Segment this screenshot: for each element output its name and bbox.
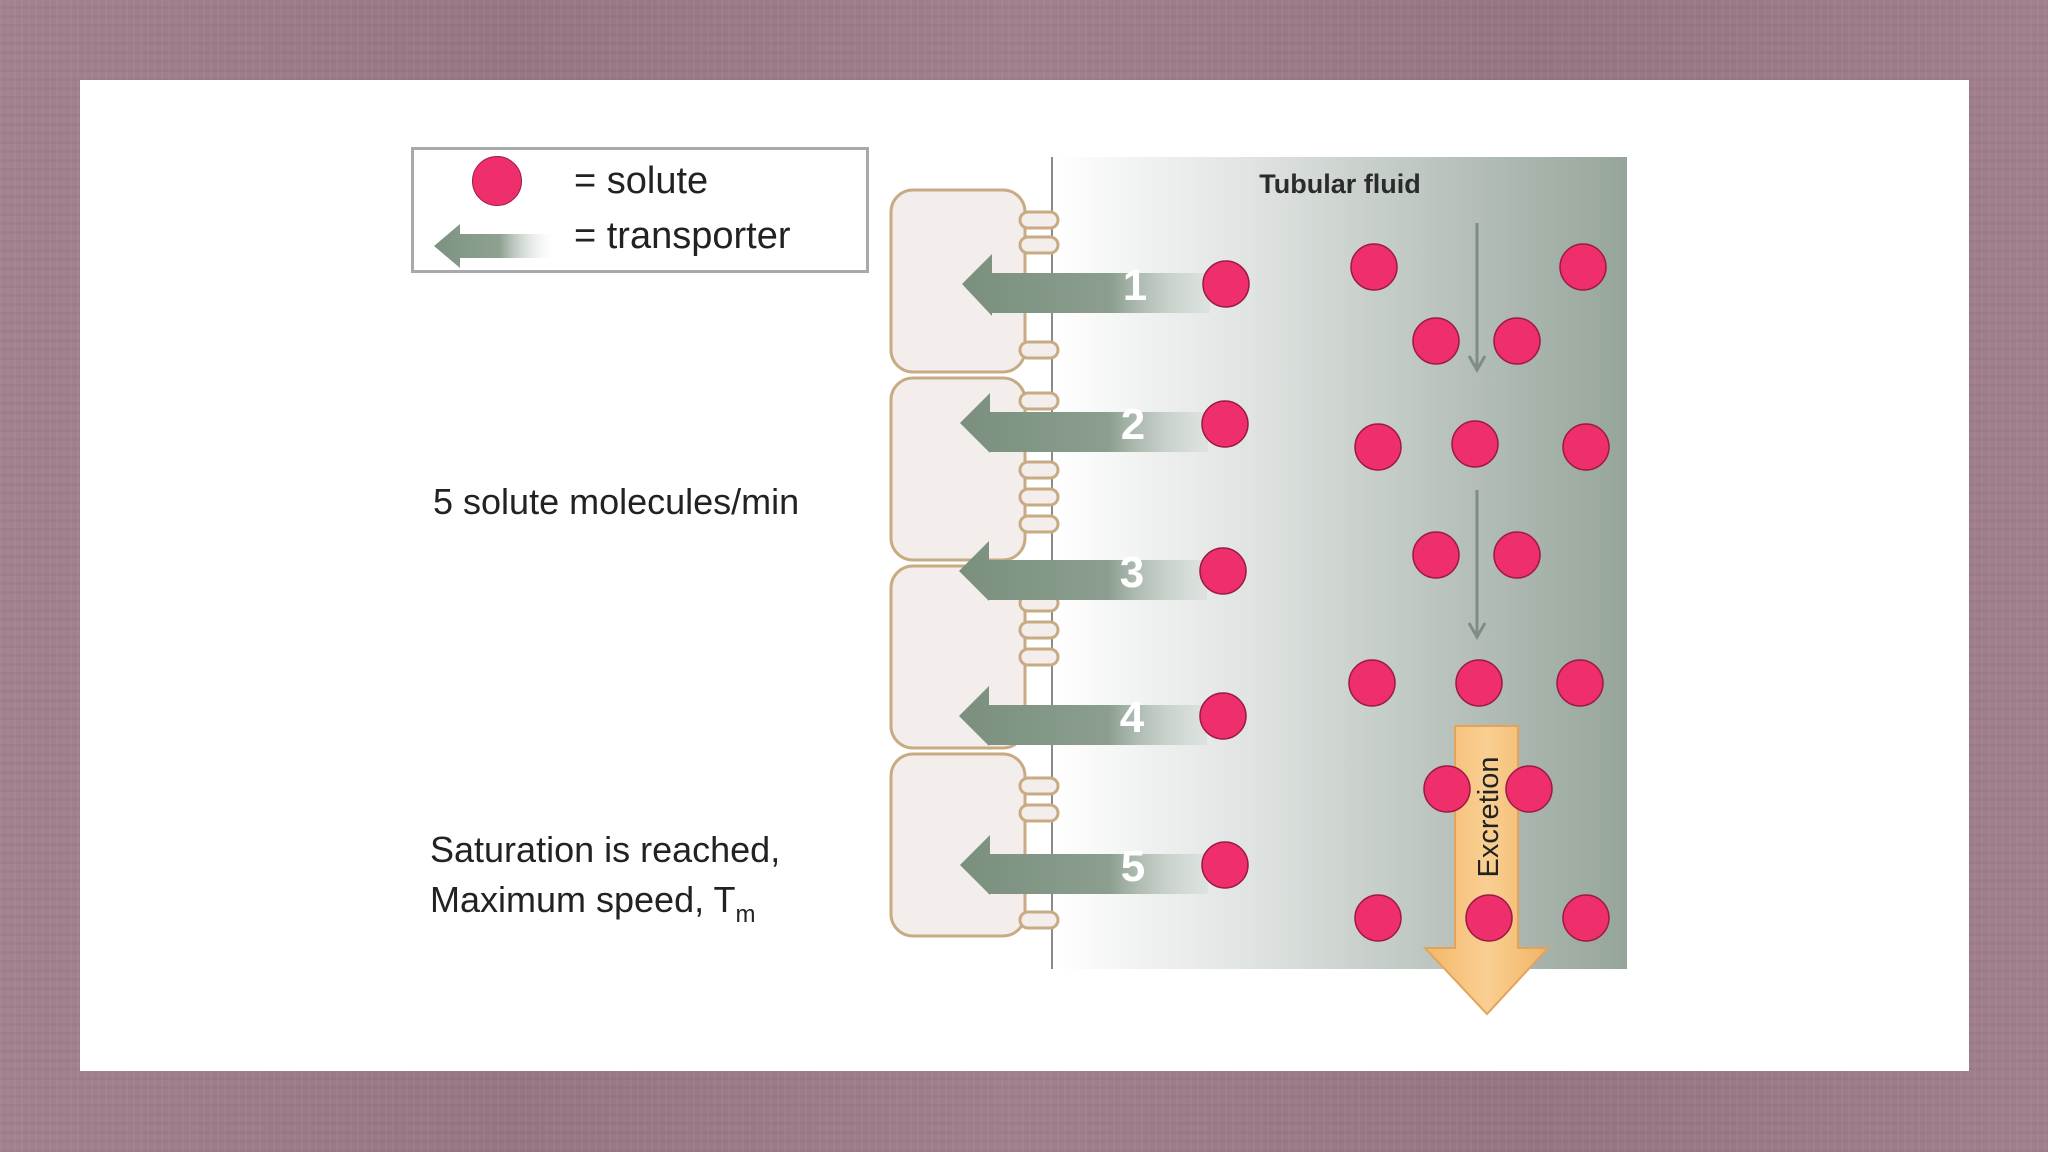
transporter-arrow-3 <box>959 541 1207 601</box>
solute <box>1562 423 1610 471</box>
flow-arrows <box>1467 223 1487 641</box>
solute <box>1559 243 1607 291</box>
solute <box>1350 243 1398 291</box>
transporter-number-4: 4 <box>1120 693 1145 742</box>
solute <box>1505 765 1553 813</box>
transporter-arrow-4 <box>959 686 1207 746</box>
solute-at-transporter-2 <box>1201 400 1249 448</box>
solute <box>1354 423 1402 471</box>
solute <box>1412 317 1460 365</box>
transporter-arrow-2 <box>960 393 1208 453</box>
solute <box>1451 420 1499 468</box>
solute <box>1455 659 1503 707</box>
transporter-number-1: 1 <box>1123 261 1147 310</box>
solute-legend-icon <box>472 156 522 206</box>
tubular-fluid-label: Tubular fluid <box>1259 169 1420 199</box>
legend: = solute = transporter <box>411 147 869 273</box>
transporter-number-2: 2 <box>1121 400 1145 449</box>
solute <box>1493 531 1541 579</box>
microvilli <box>1018 210 1060 930</box>
solute <box>1354 894 1402 942</box>
transporters <box>959 254 1210 895</box>
solute-at-transporter-3 <box>1199 547 1247 595</box>
saturation-line-1: Saturation is reached, <box>430 829 781 870</box>
solute <box>1423 765 1471 813</box>
solute <box>1562 894 1610 942</box>
solute-at-transporter-4 <box>1199 692 1247 740</box>
epithelial-cell <box>889 752 1027 938</box>
saturation-line-2: Maximum speed, Tm <box>430 879 756 928</box>
epithelial-cell <box>889 376 1027 562</box>
subscript-m: m <box>735 901 756 928</box>
transporter-legend-label: = transporter <box>574 215 791 257</box>
transporter-arrow-5 <box>960 835 1208 895</box>
saturation-text: Saturation is reached, Maximum speed, Tm <box>430 825 780 930</box>
solute-at-transporter-5 <box>1201 841 1249 889</box>
solutes <box>1199 243 1610 942</box>
excretion-label: Excretion <box>1473 757 1505 878</box>
solute <box>1493 317 1541 365</box>
slide: = solute = transporter 5 solute molecule… <box>80 80 1969 1071</box>
rate-text: 5 solute molecules/min <box>433 481 800 522</box>
solute-legend-label: = solute <box>574 160 709 202</box>
solute <box>1412 531 1460 579</box>
solute <box>1465 894 1513 942</box>
solute <box>1348 659 1396 707</box>
transporter-arrow-1 <box>962 254 1210 316</box>
solute <box>1556 659 1604 707</box>
transporter-number-3: 3 <box>1120 548 1144 597</box>
transporter-number-5: 5 <box>1121 842 1145 891</box>
solute-at-transporter-1 <box>1202 260 1250 308</box>
transport-diagram: 1 2 3 4 5 Tubular fluid Excretion <box>889 157 1627 1016</box>
transporter-legend-icon <box>434 224 554 268</box>
